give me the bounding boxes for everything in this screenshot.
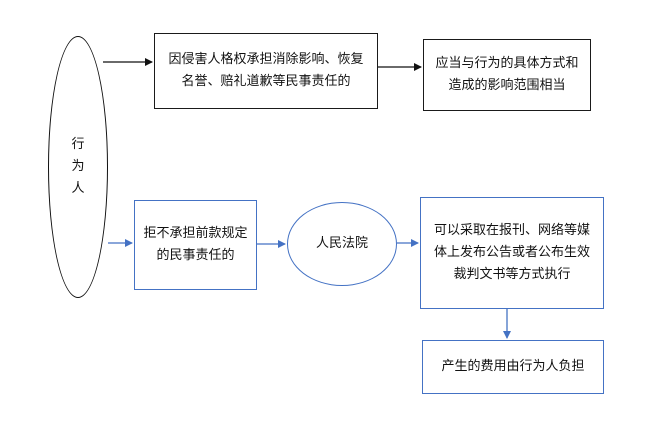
cost-burden-box: 产生的费用由行为人负担 bbox=[422, 340, 604, 394]
court-label: 人民法院 bbox=[315, 236, 368, 251]
apology-liability-box: 因侵害人格权承担消除影响、恢复名誉、赔礼道歉等民事责任的 bbox=[154, 33, 378, 109]
actor-label: 行为人 bbox=[71, 137, 85, 196]
cost-burden-text: 产生的费用由行为人负担 bbox=[441, 359, 585, 374]
refuse-liability-text: 拒不承担前款规定的民事责任的 bbox=[143, 226, 248, 263]
proportionality-box: 应当与行为的具体方式和造成的影响范围相当 bbox=[423, 39, 591, 111]
enforcement-box: 可以采取在报刊、网络等媒体上发布公告或者公布生效裁判文书等方式执行 bbox=[420, 197, 604, 309]
proportionality-text: 应当与行为的具体方式和造成的影响范围相当 bbox=[435, 56, 579, 93]
court-node: 人民法院 bbox=[287, 202, 397, 286]
actor-node: 行为人 bbox=[48, 36, 108, 298]
apology-liability-text: 因侵害人格权承担消除影响、恢复名誉、赔礼道歉等民事责任的 bbox=[168, 52, 364, 89]
enforcement-text: 可以采取在报刊、网络等媒体上发布公告或者公布生效裁判文书等方式执行 bbox=[433, 223, 590, 282]
refuse-liability-box: 拒不承担前款规定的民事责任的 bbox=[134, 200, 257, 290]
